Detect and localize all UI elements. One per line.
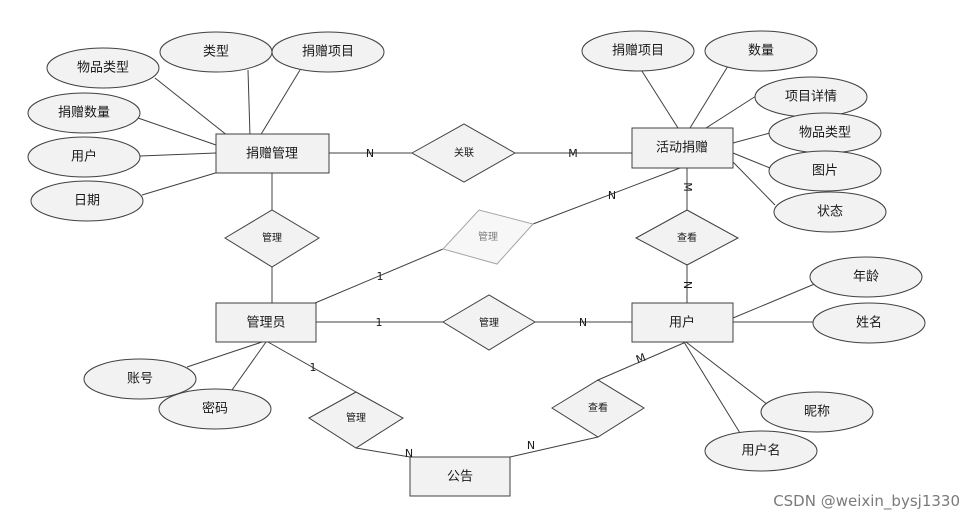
attribute-ad-project[interactable]: 捐赠项目 xyxy=(581,30,695,72)
attribute-dm-quantity[interactable]: 捐赠数量 xyxy=(27,92,141,134)
attribute-label: 账号 xyxy=(127,372,153,387)
relationship-label: 管理 xyxy=(479,316,499,329)
connector xyxy=(141,170,223,196)
attribute-ad-image[interactable]: 图片 xyxy=(768,150,882,192)
connector xyxy=(139,152,217,157)
relationship-manage-ad[interactable]: 管理 xyxy=(442,209,534,265)
relationship-label: 管理 xyxy=(478,230,498,243)
attribute-label: 昵称 xyxy=(804,405,830,420)
connector xyxy=(231,341,267,391)
relationship-label: 关联 xyxy=(454,146,474,159)
cardinality-label: N xyxy=(608,189,616,202)
attribute-dm-user[interactable]: 用户 xyxy=(27,136,141,178)
entity-admin[interactable]: 管理员 xyxy=(215,302,317,343)
attribute-dm-project[interactable]: 捐赠项目 xyxy=(271,31,385,73)
connector xyxy=(732,132,771,144)
relationship-link[interactable]: 关联 xyxy=(410,123,517,183)
connector xyxy=(685,341,769,406)
attribute-admin-account[interactable]: 账号 xyxy=(83,358,197,400)
relationship-manage-user[interactable]: 管理 xyxy=(442,294,536,351)
attribute-label: 捐赠项目 xyxy=(612,44,664,59)
attribute-label: 捐赠数量 xyxy=(58,106,110,121)
cardinality-label: N xyxy=(681,281,694,289)
connector xyxy=(355,447,411,458)
attribute-ad-quantity[interactable]: 数量 xyxy=(704,30,818,72)
connector xyxy=(639,67,679,129)
attribute-admin-password[interactable]: 密码 xyxy=(158,388,272,430)
attribute-dm-type[interactable]: 类型 xyxy=(159,31,273,73)
cardinality-label: M xyxy=(568,147,578,160)
attribute-label: 图片 xyxy=(812,164,838,179)
connector xyxy=(509,436,599,458)
attribute-ad-detail[interactable]: 项目详情 xyxy=(754,76,868,118)
relationship-manage-dm[interactable]: 管理 xyxy=(224,209,320,268)
connector xyxy=(683,341,741,434)
cardinality-label: M xyxy=(681,182,694,192)
attribute-user-nickname[interactable]: 昵称 xyxy=(760,391,874,433)
relationship-manage-notice[interactable]: 管理 xyxy=(308,391,404,449)
connector xyxy=(532,167,681,225)
watermark: CSDN @weixin_bysj1330 xyxy=(773,492,960,511)
attribute-label: 项目详情 xyxy=(785,90,837,105)
connector xyxy=(597,341,687,381)
connector xyxy=(186,341,263,368)
attribute-ad-status[interactable]: 状态 xyxy=(773,191,887,233)
cardinalities: N M N 1 M N 1 N 1 N N M xyxy=(310,147,695,460)
relationship-label: 查看 xyxy=(677,231,697,244)
connector xyxy=(247,69,251,137)
attribute-label: 捐赠项目 xyxy=(302,45,354,60)
cardinality-label: 1 xyxy=(310,361,317,374)
connector xyxy=(137,117,217,146)
entity-label: 公告 xyxy=(447,470,473,485)
attribute-label: 用户 xyxy=(71,149,97,165)
entity-donation-management[interactable]: 捐赠管理 xyxy=(215,133,330,174)
attribute-label: 年龄 xyxy=(853,270,879,285)
cardinality-label: M xyxy=(634,351,647,366)
entity-label: 用户 xyxy=(669,315,695,331)
attribute-label: 类型 xyxy=(203,45,229,60)
attribute-label: 用户名 xyxy=(741,443,780,459)
connector xyxy=(154,77,229,137)
attribute-dm-item-type[interactable]: 物品类型 xyxy=(46,47,160,89)
attribute-user-username[interactable]: 用户名 xyxy=(704,430,818,472)
entity-label: 活动捐赠 xyxy=(656,141,708,156)
connector xyxy=(732,282,818,319)
cardinality-label: 1 xyxy=(377,270,384,283)
cardinality-label: N xyxy=(527,439,535,452)
attribute-user-age[interactable]: 年龄 xyxy=(809,256,923,298)
attribute-label: 日期 xyxy=(74,194,100,209)
connector xyxy=(732,161,776,206)
cardinality-label: 1 xyxy=(376,316,383,329)
attribute-label: 数量 xyxy=(748,44,774,59)
connector xyxy=(314,248,444,304)
attribute-label: 姓名 xyxy=(856,315,882,331)
relationship-label: 管理 xyxy=(262,231,282,244)
attribute-ad-item-type[interactable]: 物品类型 xyxy=(768,112,882,154)
attribute-dm-date[interactable]: 日期 xyxy=(30,180,144,222)
attribute-label: 密码 xyxy=(202,401,228,417)
relationship-view-notice[interactable]: 查看 xyxy=(551,379,645,438)
relationship-label: 查看 xyxy=(588,401,608,414)
cardinality-label: N xyxy=(405,447,413,460)
connector xyxy=(689,65,729,129)
entity-label: 管理员 xyxy=(246,316,285,331)
cardinality-label: N xyxy=(366,147,374,160)
connector xyxy=(732,152,771,169)
cardinality-label: N xyxy=(579,316,587,329)
connector xyxy=(705,95,757,129)
connector xyxy=(259,69,301,137)
entity-user[interactable]: 用户 xyxy=(631,302,734,343)
relationship-view-ad[interactable]: 查看 xyxy=(634,209,740,266)
attribute-user-name[interactable]: 姓名 xyxy=(812,302,926,344)
connectors xyxy=(137,65,818,458)
entity-label: 捐赠管理 xyxy=(246,147,298,162)
attribute-label: 状态 xyxy=(817,205,843,220)
attribute-label: 物品类型 xyxy=(799,126,851,141)
entity-activity-donation[interactable]: 活动捐赠 xyxy=(631,127,734,169)
attribute-label: 物品类型 xyxy=(77,61,129,76)
connector xyxy=(267,341,357,393)
relationship-label: 管理 xyxy=(346,411,366,424)
entity-notice[interactable]: 公告 xyxy=(409,456,511,497)
